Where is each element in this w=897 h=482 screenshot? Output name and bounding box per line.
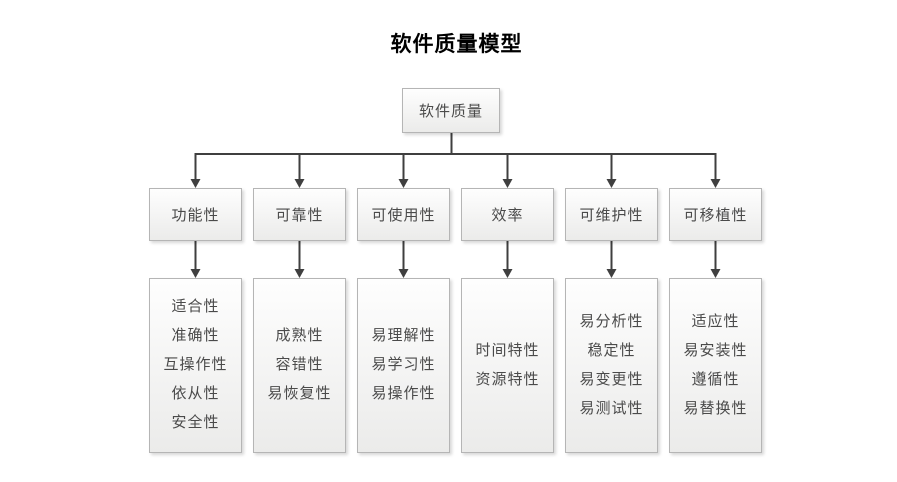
sub-characteristic: 易测试性 <box>579 400 644 417</box>
sub-characteristic: 适应性 <box>691 313 740 330</box>
diagram-title: 软件质量模型 <box>390 33 523 56</box>
root-stem-line <box>194 133 717 155</box>
sub-characteristic: 易安装性 <box>683 342 748 359</box>
sub-characteristic: 互操作性 <box>163 357 228 373</box>
branch-arrow-5 <box>606 153 617 188</box>
sub-characteristic: 易学习性 <box>371 357 436 373</box>
sub-characteristic: 准确性 <box>171 328 220 344</box>
sub-characteristic: 适合性 <box>171 299 220 315</box>
sub-characteristic: 依从性 <box>171 386 220 402</box>
category-arrow-5 <box>606 241 617 278</box>
category-arrow-6 <box>710 241 721 278</box>
category-box-reliability: 可靠性 <box>253 188 346 241</box>
sub-characteristic: 容错性 <box>275 357 324 373</box>
items-box-functionality: 适合性 准确性 互操作性 依从性 安全性 <box>149 278 242 453</box>
sub-characteristic: 易分析性 <box>579 313 644 330</box>
items-box-maintainability: 易分析性 稳定性 易变更性 易测试性 <box>565 278 658 453</box>
sub-characteristic: 易恢复性 <box>267 386 332 402</box>
category-arrow-2 <box>294 241 305 278</box>
sub-characteristic: 时间特性 <box>475 342 540 359</box>
items-box-reliability: 成熟性 容错性 易恢复性 <box>253 278 346 453</box>
branch-arrow-4 <box>502 153 513 188</box>
sub-characteristic: 易替换性 <box>683 400 748 417</box>
sub-characteristic: 易理解性 <box>371 328 436 344</box>
sub-characteristic: 安全性 <box>171 415 220 431</box>
items-box-efficiency: 时间特性 资源特性 <box>461 278 554 453</box>
category-arrow-3 <box>398 241 409 278</box>
category-box-functionality: 功能性 <box>149 188 242 241</box>
category-box-efficiency: 效率 <box>461 188 554 241</box>
category-arrow-4 <box>502 241 513 278</box>
branch-arrow-2 <box>294 153 305 188</box>
sub-characteristic: 易变更性 <box>579 371 644 388</box>
sub-characteristic: 成熟性 <box>275 328 324 344</box>
branch-arrow-1 <box>190 153 201 188</box>
sub-characteristic: 资源特性 <box>475 371 540 388</box>
sub-characteristic: 遵循性 <box>691 371 740 388</box>
branch-arrow-3 <box>398 153 409 188</box>
category-box-portability: 可移植性 <box>669 188 762 241</box>
items-box-portability: 适应性 易安装性 遵循性 易替换性 <box>669 278 762 453</box>
sub-characteristic: 稳定性 <box>587 342 636 359</box>
branch-arrow-6 <box>710 153 721 188</box>
category-arrow-1 <box>190 241 201 278</box>
items-box-usability: 易理解性 易学习性 易操作性 <box>357 278 450 453</box>
category-box-usability: 可使用性 <box>357 188 450 241</box>
root-box-software-quality: 软件质量 <box>402 88 500 133</box>
sub-characteristic: 易操作性 <box>371 386 436 402</box>
category-box-maintainability: 可维护性 <box>565 188 658 241</box>
